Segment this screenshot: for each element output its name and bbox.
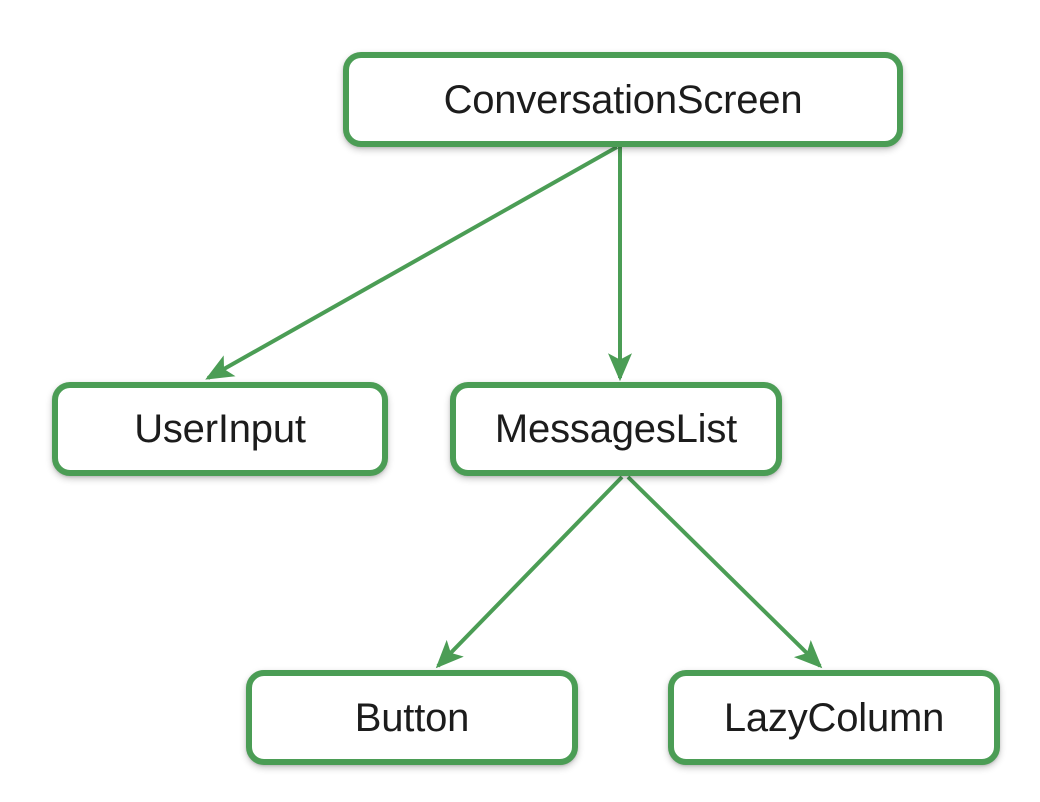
edge-messageslist-lazycolumn [626,475,823,669]
node-label: ConversationScreen [443,77,803,122]
node-label: LazyColumn [723,695,945,740]
node-lazycolumn[interactable]: LazyColumn [668,670,1000,765]
edge-messageslist-button [435,475,624,669]
node-label: UserInput [134,407,306,451]
node-userinput[interactable]: UserInput [52,382,388,476]
node-button[interactable]: Button [246,670,578,765]
edge-conversationscreen-userinput [205,145,618,380]
node-messageslist[interactable]: MessagesList [450,382,782,476]
node-label: Button [354,695,470,740]
node-conversationscreen[interactable]: ConversationScreen [343,52,903,147]
node-label: MessagesList [494,407,738,451]
